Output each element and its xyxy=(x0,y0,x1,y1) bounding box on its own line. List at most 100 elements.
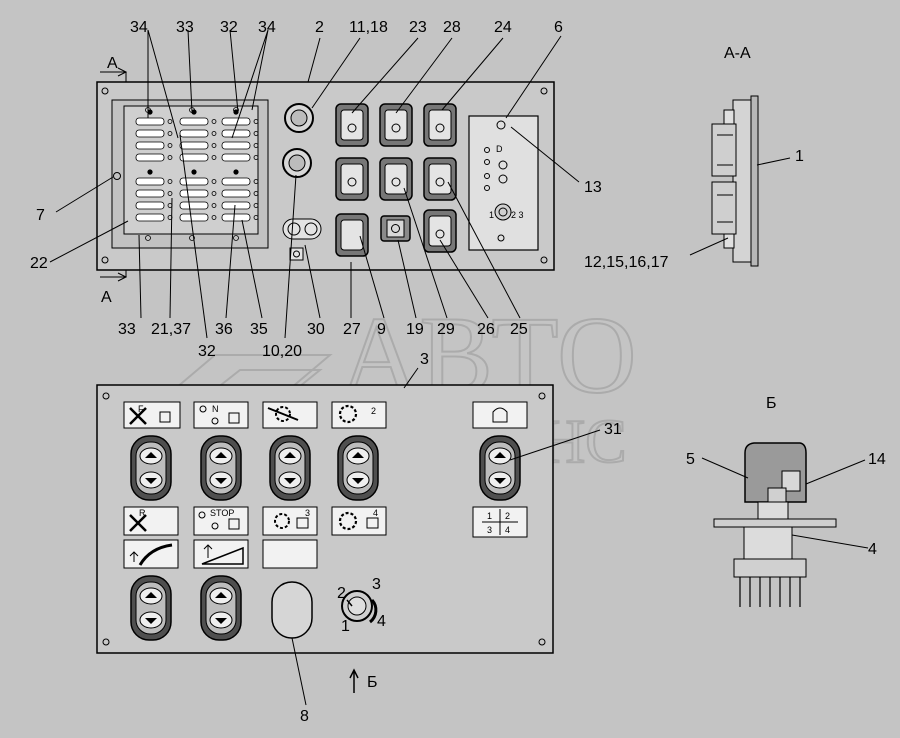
big-rocker-switch[interactable] xyxy=(479,435,521,501)
rocker-switch[interactable] xyxy=(335,157,369,201)
rocker-switch[interactable] xyxy=(379,103,413,147)
toggle-switch-30[interactable] xyxy=(282,218,322,240)
icon-plate-stop: STOP xyxy=(193,506,249,536)
callout-35: 35 xyxy=(250,321,268,338)
callout-12-15-16-17: 12,15,16,17 xyxy=(584,254,669,271)
fuse[interactable] xyxy=(135,153,173,162)
icon-plate-gear-4: 4 xyxy=(331,506,387,536)
big-rocker-switch[interactable] xyxy=(200,435,242,501)
fuse[interactable] xyxy=(179,201,217,210)
callout-36: 36 xyxy=(215,321,233,338)
rocker-switch[interactable] xyxy=(423,103,457,147)
section-b-title: Б xyxy=(766,395,777,412)
grid-cell-3: 3 xyxy=(487,525,492,535)
icon-plate-lamp xyxy=(472,401,528,429)
fuse[interactable] xyxy=(179,117,217,126)
callout-22: 22 xyxy=(30,255,48,272)
fuse-screw xyxy=(145,235,151,241)
section-b-arrow: Б xyxy=(367,674,378,691)
small-lamp-30 xyxy=(289,247,304,261)
small-knob-pos23: 2 3 xyxy=(511,210,524,220)
callout-33a: 33 xyxy=(176,19,194,36)
callout-28: 28 xyxy=(443,19,461,36)
callout-29: 29 xyxy=(437,321,455,338)
icon-plate-boom xyxy=(123,539,179,569)
icon-plate-gear-3: 3 xyxy=(262,506,318,536)
fuse-screw xyxy=(189,235,195,241)
big-rocker-switch[interactable] xyxy=(200,575,242,641)
fuse[interactable] xyxy=(135,189,173,198)
fuse[interactable] xyxy=(179,213,217,222)
icon-plate-n-label: N xyxy=(212,404,219,414)
icon-plate-f-label: F xyxy=(138,404,144,414)
grid-cell-2: 2 xyxy=(505,511,510,521)
callout-10-20: 10,20 xyxy=(262,343,302,360)
fuse[interactable] xyxy=(221,213,259,222)
section-aa-title: А-А xyxy=(724,45,751,62)
fuse[interactable] xyxy=(221,177,259,186)
rocker-switch[interactable] xyxy=(379,157,413,201)
fuse[interactable] xyxy=(221,201,259,210)
small-knob[interactable] xyxy=(494,203,512,221)
rocker-switch[interactable] xyxy=(335,103,369,147)
oval-blank-8 xyxy=(271,581,313,639)
callout-30: 30 xyxy=(307,321,325,338)
grid-cell-4: 4 xyxy=(505,525,510,535)
fuse-screw xyxy=(233,107,239,113)
callout-1: 1 xyxy=(795,148,804,165)
fuse[interactable] xyxy=(135,117,173,126)
fuse[interactable] xyxy=(179,153,217,162)
callout-27: 27 xyxy=(343,321,361,338)
icon-plate-n: N xyxy=(193,401,249,429)
fuse[interactable] xyxy=(179,141,217,150)
callout-8: 8 xyxy=(300,708,309,725)
icon-plate-grid: 1 2 3 4 xyxy=(472,506,528,538)
big-rocker-switch[interactable] xyxy=(130,435,172,501)
callout-32a: 32 xyxy=(220,19,238,36)
fuse[interactable] xyxy=(179,129,217,138)
callout-32b: 32 xyxy=(198,343,216,360)
section-a-a-view xyxy=(711,95,759,267)
fuse-block xyxy=(111,99,269,249)
fuse[interactable] xyxy=(135,213,173,222)
square-button-19[interactable] xyxy=(380,215,411,242)
fuse[interactable] xyxy=(221,153,259,162)
rocker-switch[interactable] xyxy=(423,157,457,201)
fuse-marker xyxy=(233,169,239,175)
big-rocker-switch[interactable] xyxy=(269,435,311,501)
icon-plate-r: R xyxy=(123,506,179,536)
section-marks xyxy=(100,67,359,693)
lower-control-panel: F N 2 R xyxy=(96,384,554,654)
big-rocker-switch[interactable] xyxy=(337,435,379,501)
fuse-marker xyxy=(191,169,197,175)
indicator-d-label: D xyxy=(496,144,503,154)
fuse-marker xyxy=(233,109,239,115)
round-switch-10-20[interactable] xyxy=(282,148,312,178)
fuse[interactable] xyxy=(221,129,259,138)
fuse[interactable] xyxy=(135,129,173,138)
callout-26: 26 xyxy=(477,321,495,338)
fuse-marker xyxy=(147,169,153,175)
callout-3: 3 xyxy=(420,351,429,368)
callout-23: 23 xyxy=(409,19,427,36)
callout-24: 24 xyxy=(494,19,512,36)
rotary-dial[interactable]: 2 3 1 4 xyxy=(337,576,386,635)
callout-4: 4 xyxy=(868,541,877,558)
fuse[interactable] xyxy=(179,189,217,198)
big-rocker-switch[interactable] xyxy=(130,575,172,641)
callout-5: 5 xyxy=(686,451,695,468)
fuse[interactable] xyxy=(179,177,217,186)
fuse[interactable] xyxy=(135,177,173,186)
callout-9: 9 xyxy=(377,321,386,338)
fuse[interactable] xyxy=(135,141,173,150)
fuse[interactable] xyxy=(221,141,259,150)
rotary-dial-pos1: 1 xyxy=(341,618,350,635)
icon-plate-blank xyxy=(262,539,318,569)
leader-lines xyxy=(49,29,869,706)
rocker-switch[interactable] xyxy=(423,209,457,253)
icon-plate-r-label: R xyxy=(139,508,146,518)
fuse[interactable] xyxy=(221,189,259,198)
rocker-switch[interactable] xyxy=(335,213,369,257)
round-switch-11-18[interactable] xyxy=(284,103,314,133)
